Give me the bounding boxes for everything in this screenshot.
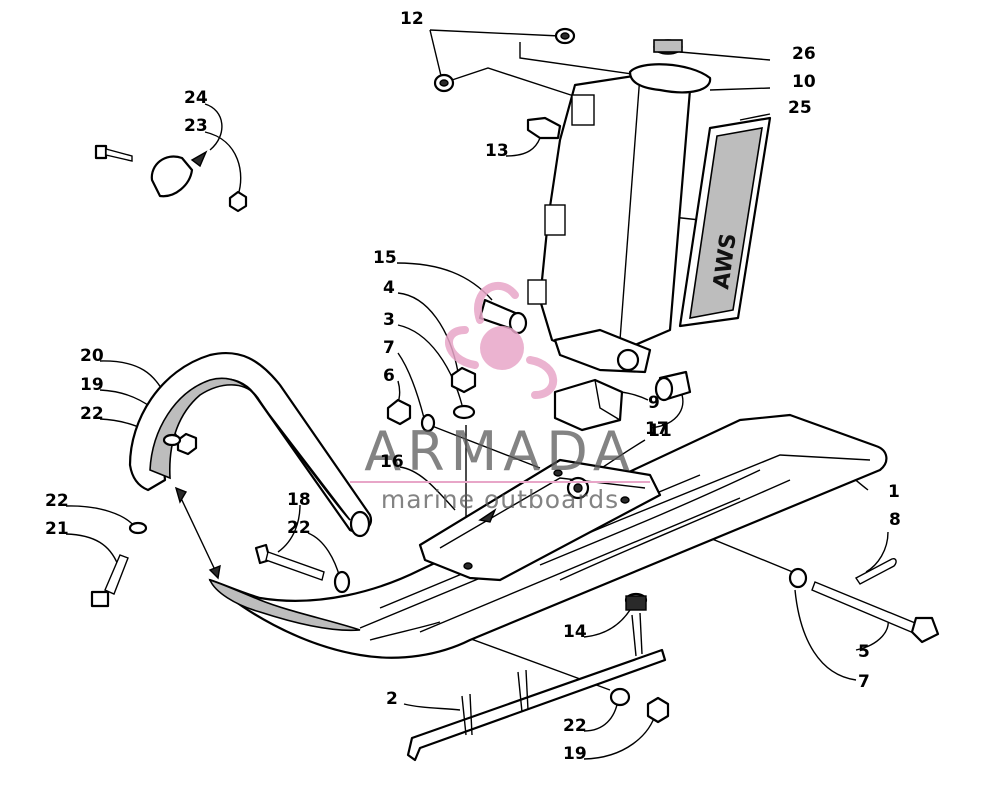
ski-handle xyxy=(128,351,373,538)
callout-c15: 15 xyxy=(373,248,397,268)
callout-c4: 4 xyxy=(383,278,395,298)
washer-7-right xyxy=(788,567,808,589)
callout-c19a: 19 xyxy=(80,375,104,395)
spindle-assembly xyxy=(527,39,712,374)
nut-19-bottom xyxy=(646,696,670,724)
bolt-24 xyxy=(94,144,133,162)
watermark: ARMADA marine outboards xyxy=(350,281,650,514)
callout-c14: 14 xyxy=(563,622,587,642)
callout-c22d: 22 xyxy=(563,716,587,736)
callout-c1: 1 xyxy=(888,482,900,502)
cotter-pin-8 xyxy=(854,557,897,585)
callout-c8: 8 xyxy=(889,510,901,530)
callout-c24: 24 xyxy=(184,88,208,108)
watermark-subtitle: marine outboards xyxy=(381,485,619,514)
callout-c13: 13 xyxy=(485,141,509,161)
callout-c12: 12 xyxy=(400,9,424,29)
grease-fitting xyxy=(526,116,562,140)
callout-c26: 26 xyxy=(792,44,816,64)
bolt-18 xyxy=(254,543,325,581)
washer-7 xyxy=(420,413,436,433)
callout-c7a: 7 xyxy=(383,338,395,358)
clamp-23 xyxy=(150,150,248,213)
nut-19-top xyxy=(176,432,198,456)
washer-22-left xyxy=(128,521,148,535)
callout-c19b: 19 xyxy=(563,744,587,764)
callout-c17: 17 xyxy=(645,419,669,439)
nut-12-b xyxy=(433,73,455,93)
bushing-11 xyxy=(654,370,692,402)
callout-c9: 9 xyxy=(648,393,660,413)
washer-22-bottom xyxy=(609,687,631,707)
callout-c21: 21 xyxy=(45,519,69,539)
callout-c25: 25 xyxy=(788,98,812,118)
callout-c3: 3 xyxy=(383,310,395,330)
bushing-15 xyxy=(478,298,528,335)
callout-labels: 1234567789101112131415161718191920212222… xyxy=(45,9,901,764)
watermark-title: ARMADA xyxy=(364,420,636,483)
callout-c16: 16 xyxy=(380,452,404,472)
bolt-21 xyxy=(90,554,129,608)
nut-6 xyxy=(386,398,412,426)
decal-plate: AWS xyxy=(678,116,772,328)
washer-22-mid xyxy=(333,570,351,594)
callout-c22c: 22 xyxy=(287,518,311,538)
nut-14 xyxy=(624,592,648,611)
callout-c11: 11 xyxy=(648,421,672,441)
callout-c6: 6 xyxy=(383,366,395,386)
washer-22-top xyxy=(162,433,182,447)
callout-c7b: 7 xyxy=(858,672,870,692)
nut-4 xyxy=(450,366,477,394)
callout-c5: 5 xyxy=(858,642,870,662)
callout-c22a: 22 xyxy=(80,404,104,424)
callout-c23: 23 xyxy=(184,116,208,136)
callout-c2: 2 xyxy=(386,689,398,709)
callout-c10: 10 xyxy=(792,72,816,92)
nut-12-a xyxy=(554,27,576,45)
callout-c22b: 22 xyxy=(45,491,69,511)
callout-c20: 20 xyxy=(80,346,104,366)
callout-c18: 18 xyxy=(287,490,311,510)
bumper-9 xyxy=(553,378,624,432)
ski-saddle xyxy=(418,458,662,582)
assembly-arrow xyxy=(174,486,221,580)
bolt-5 xyxy=(811,581,940,644)
watermark-logo xyxy=(445,281,558,399)
washer-3 xyxy=(452,404,476,420)
wear-bar xyxy=(406,612,667,762)
